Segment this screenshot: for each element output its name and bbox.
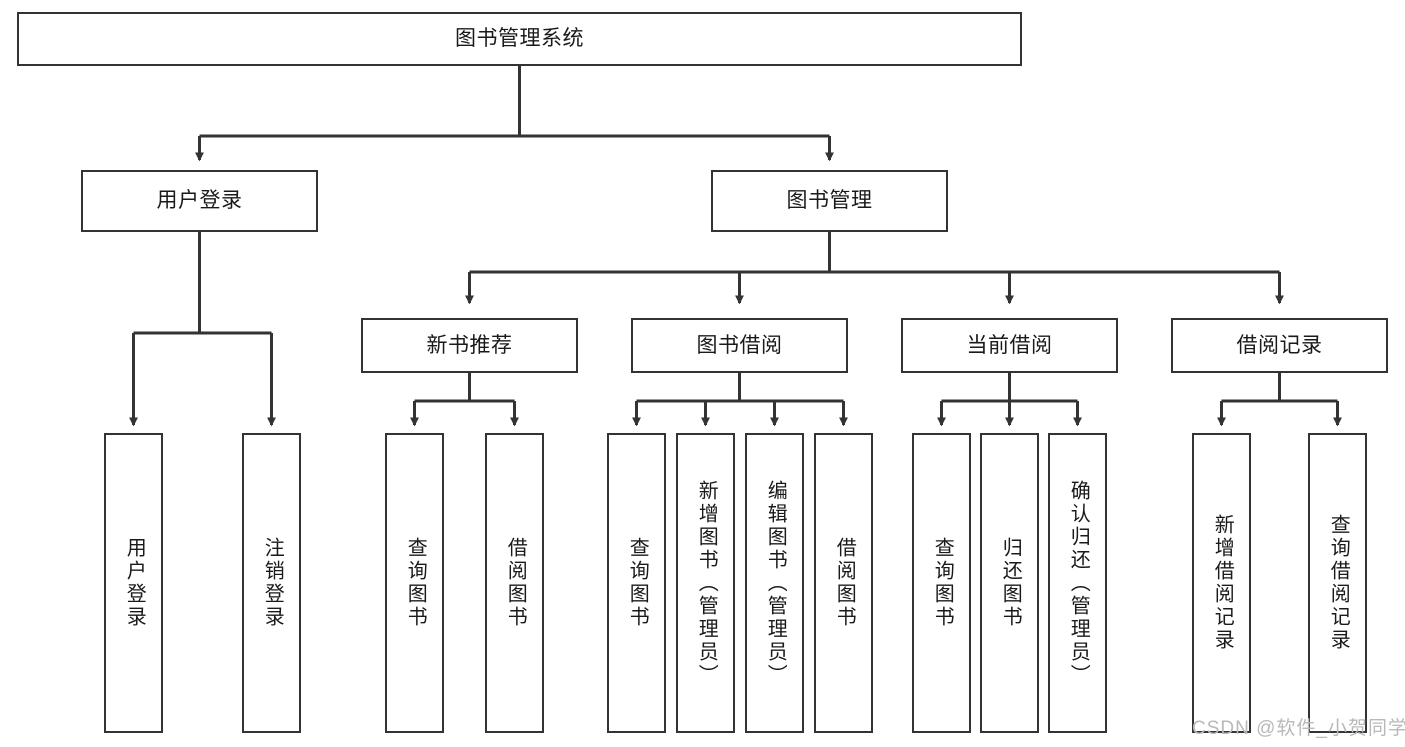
node-leaf-add-borrow-record[interactable]: 新增借阅记录 xyxy=(1192,433,1251,733)
node-leaf-borrow-book-recommend-label: 借阅图书 xyxy=(504,537,527,629)
node-new-book-recommend-label: 新书推荐 xyxy=(426,333,513,357)
node-leaf-return-book-label: 归还图书 xyxy=(999,537,1022,629)
node-leaf-query-borrow-record[interactable]: 查询借阅记录 xyxy=(1308,433,1367,733)
node-leaf-query-book-current[interactable]: 查询图书 xyxy=(912,433,971,733)
node-leaf-query-book-borrow[interactable]: 查询图书 xyxy=(607,433,666,733)
node-leaf-add-book-admin[interactable]: 新增图书（管理员） xyxy=(676,433,735,733)
node-leaf-query-book-borrow-label: 查询图书 xyxy=(626,537,649,629)
csdn-watermark: CSDN @软件_小贺同学 xyxy=(1192,718,1405,739)
node-book-management[interactable]: 图书管理 xyxy=(711,170,948,232)
node-leaf-add-book-admin-label: 新增图书（管理员） xyxy=(695,479,718,687)
node-leaf-query-book-recommend-label: 查询图书 xyxy=(404,537,427,629)
node-leaf-user-login-label: 用户登录 xyxy=(123,537,146,629)
node-borrow-record[interactable]: 借阅记录 xyxy=(1171,318,1388,373)
node-leaf-query-borrow-record-label: 查询借阅记录 xyxy=(1327,514,1350,652)
node-leaf-edit-book-admin[interactable]: 编辑图书（管理员） xyxy=(745,433,804,733)
node-user-login-label: 用户登录 xyxy=(156,189,243,213)
node-book-borrow[interactable]: 图书借阅 xyxy=(631,318,848,373)
node-leaf-confirm-return-admin-label: 确认归还（管理员） xyxy=(1067,479,1090,687)
node-leaf-borrow-book[interactable]: 借阅图书 xyxy=(814,433,873,733)
node-leaf-user-login[interactable]: 用户登录 xyxy=(104,433,163,733)
node-current-borrow[interactable]: 当前借阅 xyxy=(901,318,1118,373)
node-leaf-confirm-return-admin[interactable]: 确认归还（管理员） xyxy=(1048,433,1107,733)
node-leaf-return-book[interactable]: 归还图书 xyxy=(980,433,1039,733)
node-book-management-label: 图书管理 xyxy=(786,189,873,213)
node-leaf-logout-label: 注销登录 xyxy=(261,537,284,629)
node-root-label: 图书管理系统 xyxy=(455,27,584,51)
node-leaf-edit-book-admin-label: 编辑图书（管理员） xyxy=(764,479,787,687)
node-leaf-borrow-book-recommend[interactable]: 借阅图书 xyxy=(485,433,544,733)
node-leaf-query-book-current-label: 查询图书 xyxy=(931,537,954,629)
node-user-login[interactable]: 用户登录 xyxy=(81,170,318,232)
node-leaf-logout[interactable]: 注销登录 xyxy=(242,433,301,733)
node-leaf-query-book-recommend[interactable]: 查询图书 xyxy=(385,433,444,733)
node-borrow-record-label: 借阅记录 xyxy=(1236,333,1323,357)
node-new-book-recommend[interactable]: 新书推荐 xyxy=(361,318,578,373)
node-current-borrow-label: 当前借阅 xyxy=(966,333,1053,357)
node-book-borrow-label: 图书借阅 xyxy=(696,333,783,357)
node-root-book-management-system[interactable]: 图书管理系统 xyxy=(17,12,1022,66)
node-leaf-add-borrow-record-label: 新增借阅记录 xyxy=(1211,514,1234,652)
node-leaf-borrow-book-label: 借阅图书 xyxy=(833,537,856,629)
